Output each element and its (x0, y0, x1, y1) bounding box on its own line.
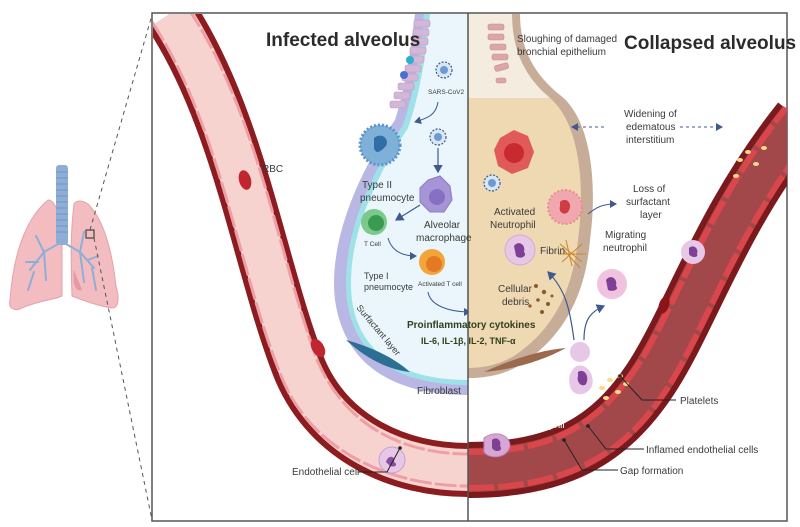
widening-label-1: Widening of (624, 109, 677, 120)
ciliated-cell (406, 56, 414, 64)
alveolar-label-2: macrophage (416, 233, 472, 244)
leader-dots (398, 374, 622, 450)
inflamed-endothelial-label: Inflamed endothelial cells (646, 445, 758, 456)
migrating-neutrophil-cell (597, 269, 627, 299)
platelets (599, 146, 767, 400)
virus-entry-arrow (414, 101, 439, 125)
activated-neutrophil-label-1: Activated (494, 207, 535, 218)
gap-formation-leader (563, 439, 618, 471)
type-ii-label-2: pneumocyte (360, 193, 415, 204)
widening-label-3: interstitium (626, 135, 674, 146)
leader-lines (358, 375, 676, 473)
zoom-guide-bottom (93, 237, 153, 521)
endothelial-cell-label: Endothelial cell (292, 467, 359, 478)
trachea (56, 165, 68, 245)
rbc-label: RBC (262, 164, 283, 175)
sloughing-label-2: bronchial epithelium (517, 47, 606, 58)
migration-arrow-left (547, 271, 575, 341)
activated-neutrophil-cell (547, 189, 583, 225)
type-i-label-2: pneumocyte (364, 282, 413, 292)
loss-of-surfactant-label-2: surfactant (626, 197, 670, 208)
trachea-rings (56, 171, 68, 233)
activated-t-cell-label: Activated T cell (418, 281, 462, 288)
damaged-alveolar-cell (494, 130, 534, 174)
bronchi (25, 231, 99, 291)
t-cell-label: T Cell (364, 241, 381, 248)
type-ii-label-1: Type II (362, 180, 392, 191)
migrating-neutrophil-label-1: Migrating (605, 230, 646, 241)
interstitial-fibroblast (484, 348, 566, 372)
healthy-vessel-endothelium-inner (190, 14, 468, 456)
neutrophil-in-inflamed-vessel (681, 240, 705, 264)
alveolus-fluid-left (350, 14, 468, 380)
sars-cov2-virus (483, 174, 501, 192)
transmigrating-neutrophil (569, 342, 593, 395)
fibroblast-label: Fibroblast (417, 386, 461, 397)
inflamed-endothelium-inner (468, 106, 787, 455)
activated-t-cell (419, 249, 445, 275)
alveolar-label-1: Alveolar (424, 220, 461, 231)
neutrophil-in-inflamed-vessel (483, 433, 511, 458)
sloughing-label-1: Sloughing of damaged (517, 34, 617, 45)
widening-label-2: edematous (626, 122, 675, 133)
collapsed-side (468, 14, 787, 498)
infected-alveolus-title: Infected alveolus (266, 30, 420, 51)
neutrophil-label: Neutrophil (519, 420, 565, 431)
platelets-leader (619, 375, 676, 401)
endothelial-cell-leader (358, 447, 401, 473)
sars-cov2-virus (429, 128, 447, 146)
activated-neutrophil-label-2: Neutrophil (490, 220, 536, 231)
sars-cov2-virus (435, 61, 453, 79)
platelets-label: Platelets (680, 396, 718, 407)
red-blood-cell (238, 170, 252, 190)
alveolar-macrophage-cell (419, 175, 453, 213)
macrophage-to-tcell-arrow (394, 204, 421, 221)
migration-arrow-right (583, 304, 606, 341)
activated-tcell-cytokine-arrow (427, 291, 468, 316)
loss-of-surfactant-label-3: layer (640, 210, 662, 221)
neutrophil-in-alveolus (504, 234, 536, 266)
sloughed-epithelium (487, 23, 509, 84)
inflamed-endothelial-leader (587, 425, 644, 450)
fibroblast-cell (346, 340, 410, 372)
cellular-debris-label-1: Cellular (498, 284, 533, 295)
migrating-neutrophil-label-2: neutrophil (603, 243, 647, 254)
type-ii-pneumocyte-cell (358, 123, 402, 167)
red-blood-cell (310, 338, 326, 358)
lungs-overview (9, 14, 153, 521)
fibrin-label: Fibrin (540, 246, 565, 257)
cytokines-title: Proinflammatory cytokines (407, 320, 536, 331)
loss-of-surfactant-label-1: Loss of (633, 184, 665, 195)
cytokines-list: IL-6, IL-1β, IL-2, TNF-α (421, 336, 516, 346)
loss-surfactant-arrow (587, 200, 617, 215)
zoom-guide-top (89, 14, 153, 231)
fibrin-strands (558, 239, 586, 269)
gap-formation-label: Gap formation (620, 466, 683, 477)
lung-lobe-notch (73, 270, 82, 291)
cellular-debris (528, 284, 554, 314)
goblet-cell (400, 71, 408, 79)
collapsed-alveolus-title: Collapsed alveolus (624, 33, 796, 54)
cellular-debris-label-2: debris (502, 297, 529, 308)
right-lung (70, 200, 119, 309)
neutrophil-in-vessel (378, 446, 406, 474)
inflamed-vessel-lumen (468, 106, 787, 492)
red-blood-cell (658, 296, 670, 314)
tcell-activation-arrow (387, 237, 417, 260)
sars-cov2-label: SARS-CoV2 (428, 89, 465, 96)
type-i-label-1: Type I (364, 271, 389, 281)
t-cell (361, 209, 387, 235)
left-lung (9, 199, 63, 311)
inflamed-endothelium-outer (468, 164, 787, 491)
